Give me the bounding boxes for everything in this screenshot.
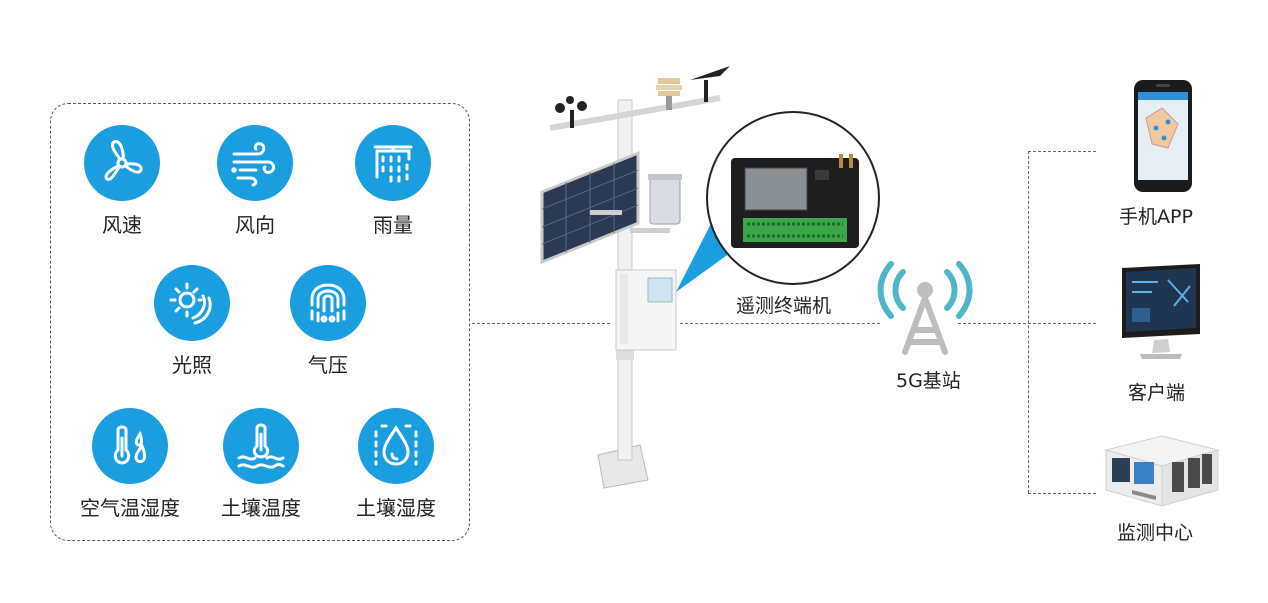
sensor-group-box: [50, 103, 470, 541]
sensor-wind-speed: 风速: [67, 125, 177, 238]
client-app-label: 手机APP: [1119, 206, 1193, 228]
sensor-label: 空气温湿度: [80, 496, 180, 520]
control-room-icon: [1104, 435, 1220, 507]
wind-icon: [217, 125, 293, 201]
sensor-label: 气压: [308, 353, 348, 377]
sensor-label: 土壤湿度: [356, 496, 436, 520]
sensor-pressure: 气压: [273, 265, 383, 378]
link-sensors-to-station: [472, 323, 610, 324]
sensor-label: 风速: [102, 213, 142, 237]
rain-icon: [355, 125, 431, 201]
sensor-soil-humidity: 土壤湿度: [341, 408, 451, 521]
monitor-icon: [1122, 264, 1200, 359]
base-station-label: 5G基站: [896, 370, 961, 392]
link-client-trunk: [1028, 151, 1029, 493]
client-desktop-label: 客户端: [1128, 382, 1186, 404]
client-center-label: 监测中心: [1117, 522, 1194, 544]
sensor-label: 雨量: [373, 213, 413, 237]
link-to-app: [1028, 151, 1096, 152]
sensor-label: 光照: [172, 353, 212, 377]
sensor-air-temp-humidity: 空气温湿度: [75, 408, 185, 521]
sensor-rainfall: 雨量: [338, 125, 448, 238]
weather-station-pole: [540, 66, 730, 489]
pressure-icon: [290, 265, 366, 341]
sensor-label: 风向: [235, 213, 275, 237]
sensor-wind-direction: 风向: [200, 125, 310, 238]
terminal-label: 遥测终端机: [736, 295, 832, 317]
link-to-center: [1028, 493, 1096, 494]
soil-thermometer-icon: [223, 408, 299, 484]
terminal-device-icon: [706, 111, 880, 285]
link-base-to-clients: [958, 323, 1096, 324]
anemometer-icon: [84, 125, 160, 201]
smartphone-icon: [1134, 80, 1192, 192]
base-station-icon: [877, 261, 973, 355]
thermometer-drops-icon: [92, 408, 168, 484]
soil-drop-icon: [358, 408, 434, 484]
sensor-label: 土壤温度: [221, 496, 301, 520]
sun-icon: [154, 265, 230, 341]
sensor-illumination: 光照: [137, 265, 247, 378]
link-station-to-base: [680, 323, 880, 324]
sensor-soil-temperature: 土壤温度: [206, 408, 316, 521]
